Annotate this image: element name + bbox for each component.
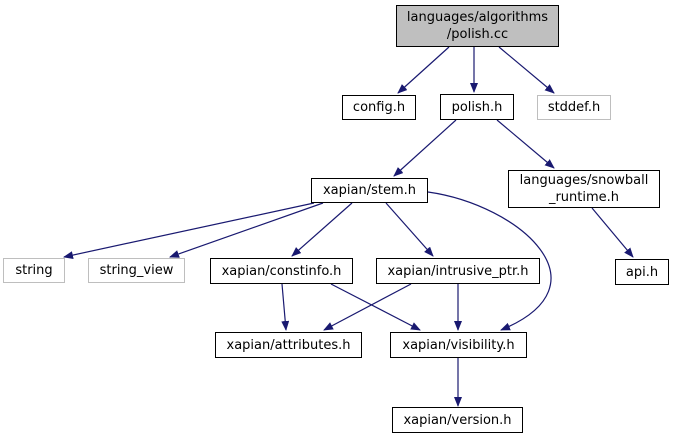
node-label: xapian/attributes.h <box>226 337 351 353</box>
node-label: xapian/intrusive_ptr.h <box>387 263 529 279</box>
node-label: config.h <box>352 100 406 115</box>
node-label: xapian/version.h <box>403 412 512 428</box>
graph-node-xapian-constinfo-h[interactable]: xapian/constinfo.h <box>210 258 353 284</box>
edge-xapian-stem-h-to-xapian-constinfo-h <box>291 202 353 257</box>
graph-node-xapian-attributes-h[interactable]: xapian/attributes.h <box>215 332 362 358</box>
node-label: languages/snowball <box>519 173 649 188</box>
node-label: _runtime.h <box>548 190 620 205</box>
graph-node-config-h[interactable]: config.h <box>342 95 416 120</box>
graph-node-polish-h[interactable]: polish.h <box>440 94 514 120</box>
graph-node-languages-snowball-runtime-h[interactable]: languages/snowball _runtime.h <box>508 170 660 208</box>
graph-node-xapian-intrusive-ptr-h[interactable]: xapian/intrusive_ptr.h <box>376 258 540 284</box>
edge-polish-h-to-languages-snowball-runtime-h <box>496 119 555 169</box>
node-label: languages/algorithms <box>406 10 549 25</box>
graph-node-polish-cc: languages/algorithms/polish.cc <box>396 5 559 47</box>
node-label: string_view <box>99 263 174 278</box>
node-label: polish.h <box>451 99 503 115</box>
node-label: xapian/constinfo.h <box>221 263 342 279</box>
node-label: api.h <box>625 264 659 280</box>
graph-node-xapian-version-h[interactable]: xapian/version.h <box>392 407 523 433</box>
edge-languages-snowball-runtime-h-to-api-h <box>591 207 634 258</box>
edge-xapian-stem-h-to-xapian-intrusive-ptr-h <box>385 202 434 257</box>
node-label: xapian/stem.h <box>322 183 416 198</box>
edge-polish-cc-to-stddef-h <box>498 46 555 94</box>
graph-node-string-view: string_view <box>88 258 185 283</box>
edge-xapian-constinfo-h-to-xapian-visibility-h <box>330 283 421 331</box>
graph-node-api-h[interactable]: api.h <box>615 259 669 285</box>
graph-node-xapian-visibility-h[interactable]: xapian/visibility.h <box>390 332 527 358</box>
edge-xapian-constinfo-h-to-xapian-attributes-h <box>281 283 290 331</box>
node-label: string <box>15 263 53 278</box>
edge-polish-h-to-xapian-stem-h <box>393 119 457 177</box>
graph-node-xapian-stem-h[interactable]: xapian/stem.h <box>311 178 428 203</box>
edge-xapian-stem-h-to-string <box>63 202 315 260</box>
edge-xapian-stem-h-to-string-view <box>169 202 324 258</box>
node-label: xapian/visibility.h <box>402 337 515 353</box>
edge-polish-cc-to-config-h <box>397 46 450 94</box>
node-label: stddef.h <box>547 100 601 115</box>
graph-node-stddef-h: stddef.h <box>537 95 611 120</box>
edge-xapian-intrusive-ptr-h-to-xapian-attributes-h <box>323 283 412 331</box>
node-label: /polish.cc <box>446 27 509 42</box>
edge-xapian-stem-h-to-xapian-visibility-h <box>427 191 552 331</box>
graph-node-string: string <box>3 258 65 283</box>
